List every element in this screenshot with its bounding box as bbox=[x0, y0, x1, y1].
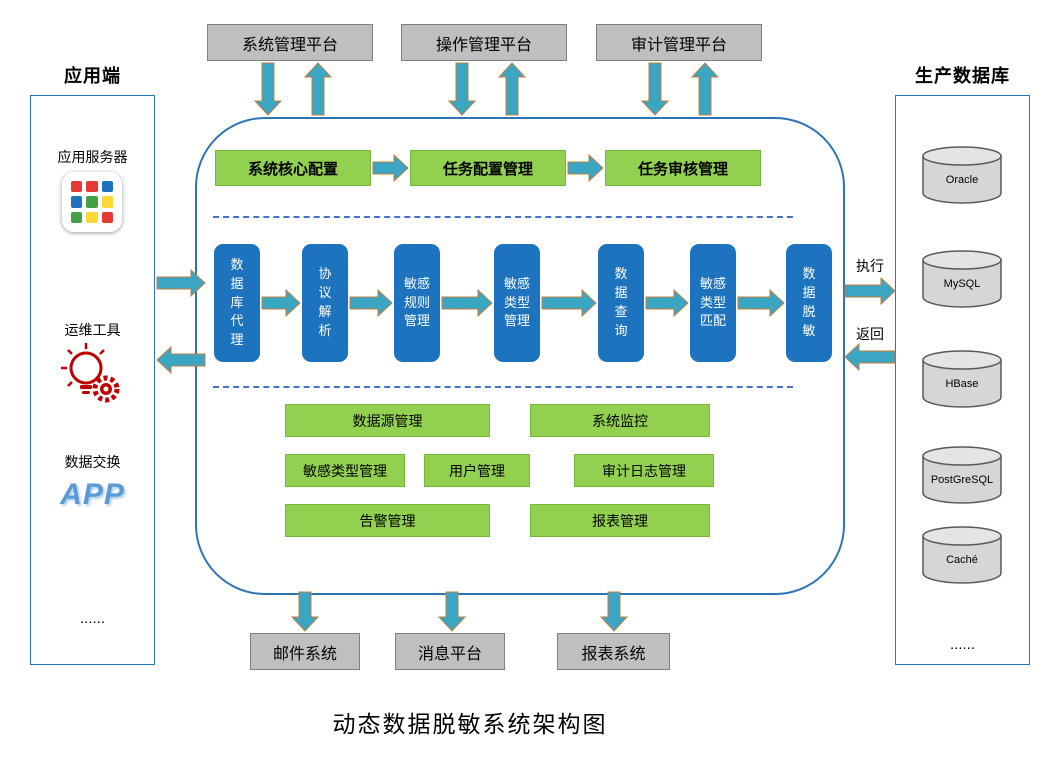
arrow-core-to-mail bbox=[290, 591, 320, 632]
arrow-core-to-report bbox=[599, 591, 629, 632]
pipeline-sensitive-rule-management: 敏感 规则 管理 bbox=[394, 244, 440, 362]
divider-dashed-top bbox=[213, 216, 793, 218]
db-label: HBase bbox=[945, 378, 979, 391]
module-report-management: 报表管理 bbox=[530, 504, 710, 537]
db-postgresql: PostGreSQL bbox=[922, 446, 1002, 504]
module-system-core-config: 系统核心配置 bbox=[215, 150, 371, 186]
db-oracle: Oracle bbox=[922, 146, 1002, 204]
module-system-monitoring: 系统监控 bbox=[530, 404, 710, 437]
platform-operation-management: 操作管理平台 bbox=[401, 24, 567, 61]
database-cylinder-icon bbox=[922, 526, 1002, 584]
right-panel-ellipsis: ...... bbox=[949, 636, 975, 653]
pipeline-sensitive-type-management: 敏感 类型 管理 bbox=[494, 244, 540, 362]
arrow-system-mgmt-up bbox=[303, 62, 333, 116]
module-alert-management: 告警管理 bbox=[285, 504, 490, 537]
app-badge: APP bbox=[60, 478, 125, 511]
arrow-operation-mgmt-down bbox=[447, 62, 477, 116]
platform-audit-management: 审计管理平台 bbox=[596, 24, 762, 61]
arrow-core-to-message bbox=[437, 591, 467, 632]
arrow-audit-mgmt-up bbox=[690, 62, 720, 116]
pipeline-sensitive-type-matching: 敏感 类型 匹配 bbox=[690, 244, 736, 362]
database-cylinder-icon bbox=[922, 350, 1002, 408]
db-hbase: HBase bbox=[922, 350, 1002, 408]
app-server-label: 应用服务器 bbox=[57, 149, 128, 165]
right-panel-title: 生产数据库 bbox=[915, 66, 1010, 86]
ops-tools-label: 运维工具 bbox=[64, 322, 121, 338]
left-panel-ellipsis: ...... bbox=[79, 610, 105, 627]
arrow-return bbox=[844, 342, 896, 372]
db-label: PostGreSQL bbox=[930, 474, 994, 487]
arrow-execute bbox=[844, 276, 896, 306]
pipeline-data-query: 数 据 查 询 bbox=[598, 244, 644, 362]
return-label: 返回 bbox=[856, 326, 884, 342]
pipeline-protocol-parsing: 协 议 解 析 bbox=[302, 244, 348, 362]
execute-label: 执行 bbox=[856, 258, 884, 274]
database-cylinder-icon bbox=[922, 146, 1002, 204]
db-cache: Caché bbox=[922, 526, 1002, 584]
data-exchange-label: 数据交换 bbox=[64, 454, 121, 470]
db-label: MySQL bbox=[943, 278, 981, 291]
diagram-title: 动态数据脱敏系统架构图 bbox=[332, 712, 608, 737]
arrow-audit-mgmt-down bbox=[640, 62, 670, 116]
db-label: Caché bbox=[946, 554, 978, 567]
module-task-review-management: 任务审核管理 bbox=[605, 150, 761, 186]
pipeline-database-proxy: 数 据 库 代 理 bbox=[214, 244, 260, 362]
db-label: Oracle bbox=[945, 174, 979, 187]
platform-system-management: 系统管理平台 bbox=[207, 24, 373, 61]
app-server-icon bbox=[62, 172, 122, 232]
system-mail: 邮件系统 bbox=[250, 633, 360, 670]
pipeline-data-masking: 数 据 脱 敏 bbox=[786, 244, 832, 362]
module-task-config-management: 任务配置管理 bbox=[410, 150, 566, 186]
module-audit-log-management: 审计日志管理 bbox=[574, 454, 714, 487]
ops-tools-icon bbox=[56, 338, 128, 415]
arrow-system-mgmt-down bbox=[253, 62, 283, 116]
database-cylinder-icon bbox=[922, 250, 1002, 308]
divider-dashed-bottom bbox=[213, 386, 793, 388]
arrow-operation-mgmt-up bbox=[497, 62, 527, 116]
database-cylinder-icon bbox=[922, 446, 1002, 504]
system-report: 报表系统 bbox=[557, 633, 670, 670]
module-sensitive-type-management: 敏感类型管理 bbox=[285, 454, 405, 487]
module-user-management: 用户管理 bbox=[424, 454, 530, 487]
module-datasource-management: 数据源管理 bbox=[285, 404, 490, 437]
db-mysql: MySQL bbox=[922, 250, 1002, 308]
left-panel-title: 应用端 bbox=[64, 66, 121, 86]
system-message: 消息平台 bbox=[395, 633, 505, 670]
